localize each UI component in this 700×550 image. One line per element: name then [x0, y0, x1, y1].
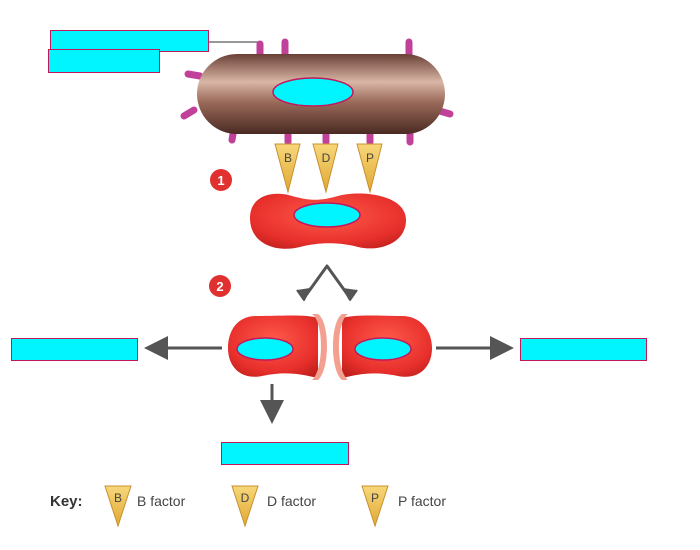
- left-half-label-oval: [236, 337, 294, 361]
- label-box-pathogen-bottom[interactable]: [48, 49, 160, 73]
- factor-b: B: [274, 143, 301, 194]
- step-1-number: 1: [217, 173, 224, 188]
- factor-d-letter: D: [322, 151, 331, 165]
- factor-b-letter: B: [284, 151, 292, 165]
- key-d-label: D factor: [267, 493, 316, 509]
- rbc-label-oval: [293, 202, 361, 228]
- key-b-label: B factor: [137, 493, 186, 509]
- key-title: Key:: [50, 493, 83, 510]
- step-2-number: 2: [216, 279, 223, 294]
- key-p-label: P factor: [398, 493, 446, 509]
- key-p-letter: P: [371, 491, 379, 505]
- label-box-bottom[interactable]: [221, 442, 349, 465]
- label-box-left[interactable]: [11, 338, 138, 361]
- factor-p: P: [356, 143, 383, 194]
- factor-p-letter: P: [366, 151, 374, 165]
- step-1-badge: 1: [210, 169, 232, 191]
- lysed-rbc-right: [333, 314, 432, 380]
- bacterium-label-oval: [272, 77, 354, 107]
- split-arrows: [296, 264, 358, 301]
- key-d-letter: D: [241, 491, 250, 505]
- lysed-rbc-left: [228, 314, 327, 380]
- key-d-icon: [231, 485, 259, 528]
- factor-d: D: [312, 143, 339, 194]
- label-box-right[interactable]: [520, 338, 647, 361]
- right-half-label-oval: [354, 337, 412, 361]
- key-legend: Key: B B factor D D factor P P factor: [50, 485, 446, 528]
- key-b-icon: [104, 485, 132, 528]
- step-2-badge: 2: [209, 275, 231, 297]
- key-b-letter: B: [114, 491, 122, 505]
- key-p-icon: [361, 485, 389, 528]
